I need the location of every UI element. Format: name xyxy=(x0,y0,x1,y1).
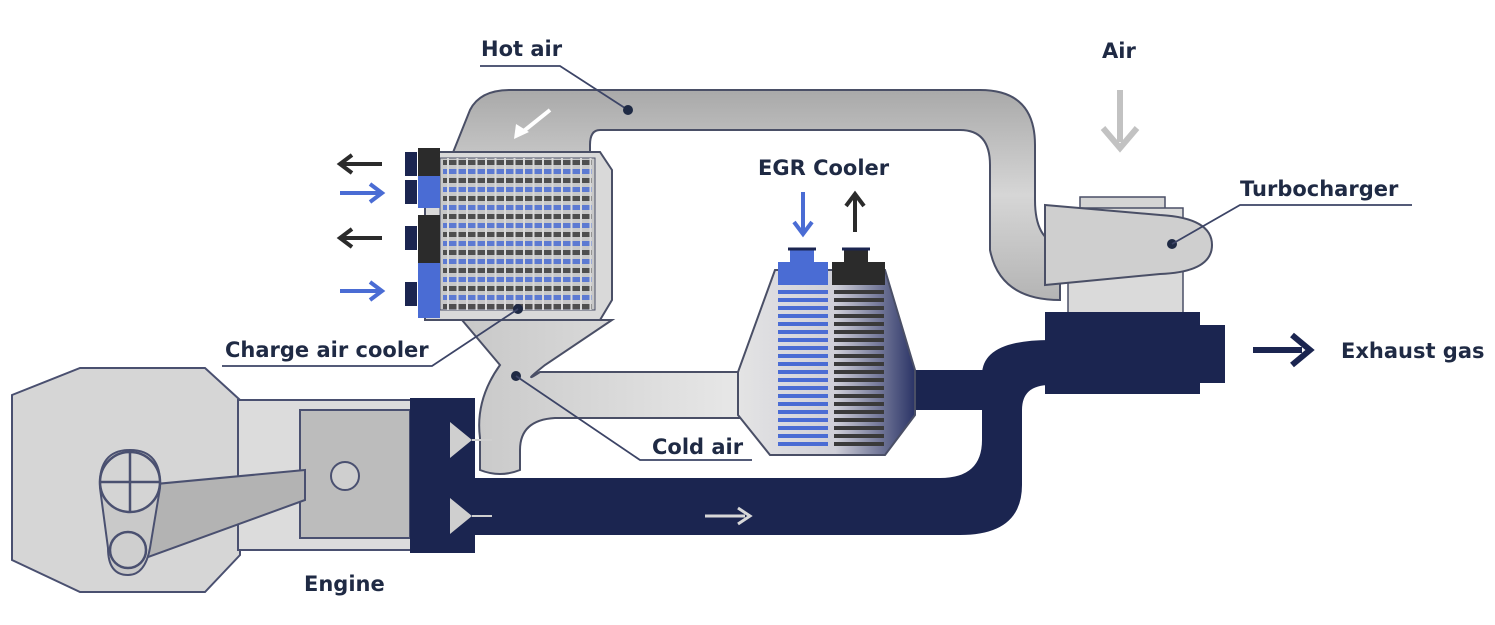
coolant-in-arrow-bottom xyxy=(340,280,386,302)
engine xyxy=(11,367,492,593)
charge-air-cooler-label: Charge air cooler xyxy=(225,338,429,362)
charge-air-cooler xyxy=(405,148,613,321)
cold-air-label: Cold air xyxy=(652,435,744,459)
cold-air-pipe xyxy=(459,319,746,475)
coolant-out-arrow-bottom xyxy=(336,227,382,249)
egr-cooler xyxy=(737,247,916,456)
engine-label: Engine xyxy=(304,572,385,596)
charge-air-cooler-fins xyxy=(443,158,592,310)
leader-lines xyxy=(222,65,1412,461)
exhaust-pipe xyxy=(470,340,1050,535)
exhaust-outlet-arrow xyxy=(1253,332,1315,368)
air-inlet-arrow xyxy=(1100,90,1140,153)
coolant-out-arrow-top xyxy=(336,153,382,175)
hot-air-pipe xyxy=(439,89,1061,302)
exhaust-flow-arrowhead xyxy=(737,506,753,526)
coolant-in-arrow-top xyxy=(340,182,386,204)
egr-to-exhaust-connector xyxy=(915,370,1000,410)
exhaust-gas-label: Exhaust gas xyxy=(1341,339,1485,363)
hot-air-flow-arrowhead xyxy=(514,124,529,139)
air-label: Air xyxy=(1102,39,1136,63)
egr-cooler-label: EGR Cooler xyxy=(758,156,890,180)
egr-coolant-out-arrow xyxy=(844,190,866,232)
turbine-housing xyxy=(1045,312,1225,394)
egr-coolant-in-arrow xyxy=(792,192,814,238)
egr-cooler-fins xyxy=(778,290,884,446)
turbocharger xyxy=(1044,196,1214,314)
turbocharger-label: Turbocharger xyxy=(1240,177,1399,201)
hot-air-label: Hot air xyxy=(481,37,563,61)
